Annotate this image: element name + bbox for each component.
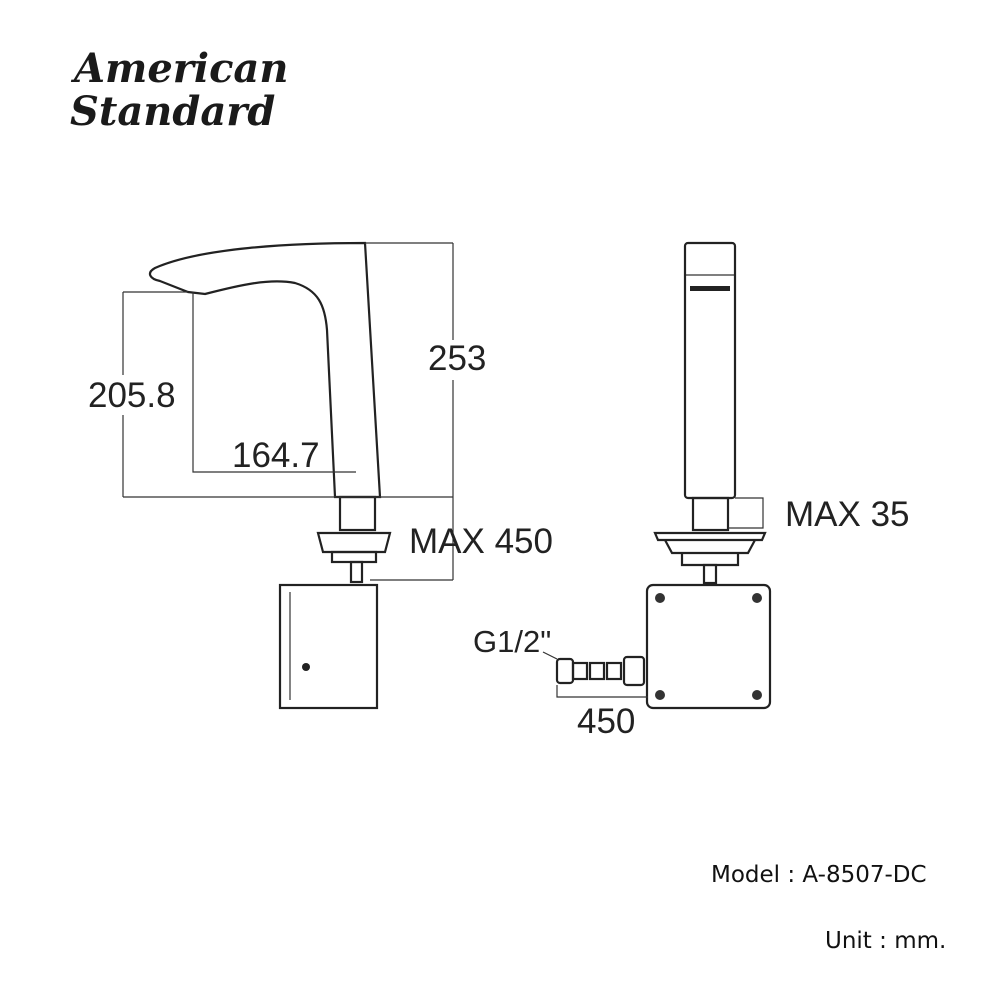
model-label: Model : A-8507-DC [711, 862, 927, 888]
control-box-front [645, 583, 772, 710]
dim-max-35: MAX 35 [785, 495, 910, 534]
screw [752, 690, 762, 700]
brand-line1: American [70, 45, 288, 92]
thread-size-label: G1/2" [473, 624, 551, 659]
shank-front [691, 496, 730, 532]
mounting-nut [316, 531, 392, 554]
dimension-lines [122, 242, 454, 581]
dim-outlet-height: 205.8 [88, 376, 176, 415]
dimension-lines-front [556, 497, 764, 698]
side-view: 253 205.8 164.7 MAX 450 [88, 241, 553, 710]
dim-max-450: MAX 450 [409, 522, 553, 561]
front-view: MAX 35 450 G1/2" [473, 241, 910, 741]
thread-leader [542, 651, 558, 660]
sensor-window [690, 286, 730, 291]
mounting-nut-front [653, 531, 767, 567]
dim-hose-450: 450 [577, 702, 635, 741]
stem-front [702, 563, 718, 585]
dim-reach: 164.7 [232, 436, 320, 475]
screw [655, 690, 665, 700]
brand-line2: Standard [70, 88, 275, 135]
stem [349, 560, 364, 584]
brand-logo: American Standard [70, 45, 288, 135]
shank [338, 495, 377, 532]
box-screw [302, 663, 310, 671]
screw [655, 593, 665, 603]
dim-total-height: 253 [428, 339, 486, 378]
control-box [278, 583, 379, 710]
inlet-connector [555, 655, 646, 687]
nut-base [330, 550, 378, 564]
spout-outline [148, 241, 382, 499]
unit-label: Unit : mm. [825, 928, 946, 954]
spout-front [683, 241, 737, 500]
screw [752, 593, 762, 603]
